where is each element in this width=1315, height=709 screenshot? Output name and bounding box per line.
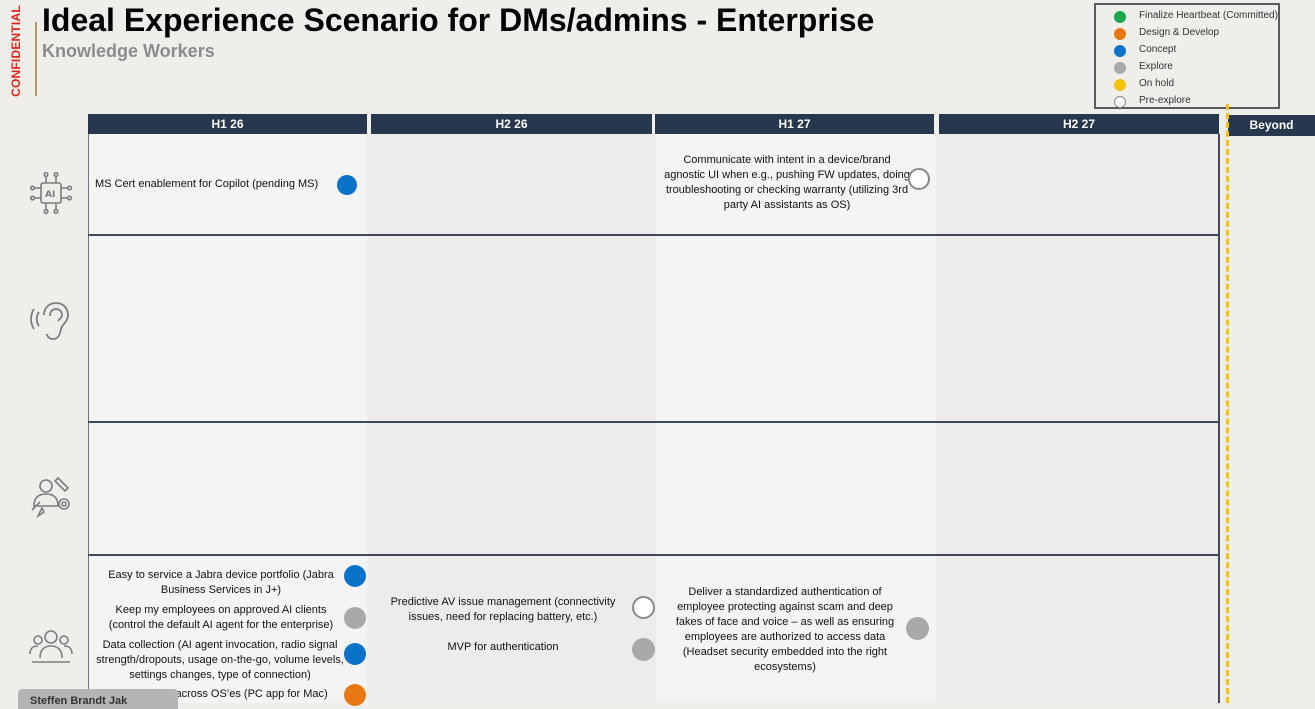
cell-r1-h126: MS Cert enablement for Copilot (pending … <box>95 178 319 190</box>
status-pre-explore-icon <box>632 596 655 619</box>
column-header-h127: H1 27 <box>655 114 934 134</box>
status-pre-explore-icon <box>908 168 930 190</box>
presenter-name: Steffen Brandt Jak <box>30 695 128 707</box>
hollow-dot-icon <box>1114 96 1126 108</box>
user-group-icon <box>28 624 74 670</box>
column-bg-h227 <box>936 134 1218 703</box>
gray-dot-icon <box>1114 62 1126 74</box>
column-header-h227: H2 27 <box>939 114 1219 134</box>
status-explore-icon <box>906 617 929 640</box>
svg-text:AI: AI <box>45 190 55 200</box>
column-header-beyond: Beyond <box>1228 115 1315 136</box>
status-legend: Finalize Heartbeat (Committed) Design & … <box>1094 3 1280 109</box>
cell-r4-h127: Deliver a standardized authentication of… <box>675 586 895 673</box>
row-divider <box>88 554 1219 556</box>
beyond-dashed-line <box>1226 104 1229 703</box>
column-bg-h126 <box>89 134 367 703</box>
confidential-label: CONFIDENTIAL <box>4 5 28 104</box>
column-header-h226: H2 26 <box>371 114 652 134</box>
cell-r4-h126-a: Easy to service a Jabra device portfolio… <box>108 569 334 596</box>
cell-r4-h226-b: MVP for authentication <box>447 641 559 653</box>
status-concept-icon <box>344 643 366 665</box>
ai-chip-icon: AI <box>28 170 74 216</box>
cell-r4-h126-c: Data collection (AI agent invocation, ra… <box>96 639 344 681</box>
green-dot-icon <box>1114 11 1126 23</box>
status-concept-icon <box>344 565 366 587</box>
person-tools-icon <box>28 472 74 519</box>
presenter-name-tab: Steffen Brandt Jak <box>18 689 178 709</box>
status-design-develop-icon <box>344 684 366 706</box>
column-bg-h127 <box>656 134 936 703</box>
yellow-dot-icon <box>1114 79 1126 91</box>
column-header-h126: H1 26 <box>88 114 367 134</box>
column-bg-h226 <box>369 134 656 703</box>
row-divider <box>88 421 1219 423</box>
grid-left-border <box>88 134 89 703</box>
status-explore-icon <box>344 607 366 629</box>
cell-r4-h226-a: Predictive AV issue management (connecti… <box>390 596 616 623</box>
title-accent-bar <box>35 22 37 96</box>
row-divider <box>88 234 1219 236</box>
cell-r4-h126-b: Keep my employees on approved AI clients… <box>108 604 334 631</box>
ear-icon <box>28 298 74 344</box>
grid-right-border <box>1218 134 1220 703</box>
orange-dot-icon <box>1114 28 1126 40</box>
confidential-text: CONFIDENTIAL <box>9 5 23 97</box>
cell-r1-h127: Communicate with intent in a device/bran… <box>664 154 910 211</box>
page-title: Ideal Experience Scenario for DMs/admins… <box>42 2 875 38</box>
blue-dot-icon <box>1114 45 1126 57</box>
status-concept-icon <box>337 175 357 195</box>
status-explore-icon <box>632 638 655 661</box>
page-subtitle: Knowledge Workers <box>42 41 215 61</box>
